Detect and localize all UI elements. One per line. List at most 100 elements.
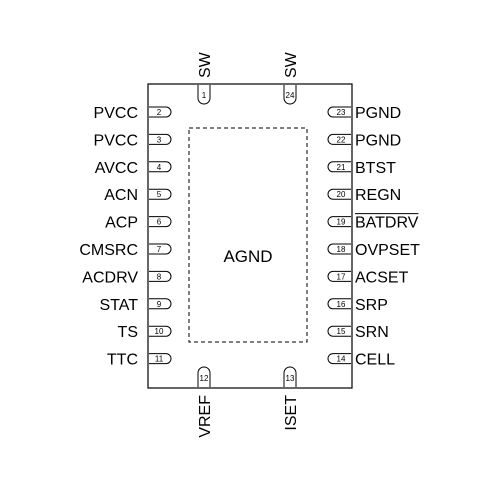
- pin-number: 19: [337, 218, 346, 227]
- pin-label: ACN: [104, 187, 138, 204]
- pin-right-regn-20: 20 REGN: [327, 187, 401, 204]
- pin-label: ISET: [283, 395, 300, 431]
- pin-number: 14: [337, 355, 346, 364]
- pin-label: ACDRV: [82, 269, 138, 286]
- pin-right-ovpset-18: 18 OVPSET: [327, 242, 420, 259]
- pin-label: REGN: [355, 187, 401, 204]
- pin-left-cmsrc-7: 7 CMSRC: [79, 242, 172, 259]
- pin-label: BATDRV: [355, 215, 419, 232]
- pin-label: VREF: [197, 395, 214, 438]
- pin-label: AVCC: [95, 160, 138, 177]
- pin-right-pgnd-23: 23 PGND: [327, 105, 401, 122]
- pin-label: ACSET: [355, 269, 409, 286]
- pin-pad: [327, 325, 351, 337]
- pin-label: PGND: [355, 132, 401, 149]
- pin-top-sw-1: 1 SW: [197, 51, 214, 105]
- pin-pad: [197, 366, 211, 387]
- pin-number: 7: [157, 245, 162, 254]
- pin-number: 5: [157, 190, 162, 199]
- package-body: [147, 83, 353, 389]
- pin-pad: [149, 325, 172, 337]
- pin-pad: [149, 353, 172, 365]
- pin-right-srp-16: 16 SRP: [327, 297, 388, 314]
- pin-number: 10: [155, 327, 164, 336]
- pin-pad: [327, 106, 351, 118]
- pin-number: 6: [157, 218, 162, 227]
- pins-group: 2PVCC3PVCC4AVCC5ACN6ACP7CMSRC8ACDRV9STAT…: [79, 51, 420, 437]
- pin-label: OVPSET: [355, 242, 420, 259]
- pin-label: PVCC: [94, 105, 138, 122]
- pin-pad: [149, 243, 172, 255]
- pin-pad: [149, 216, 172, 228]
- pin-number: 2: [157, 108, 162, 117]
- pin-label: SRN: [355, 324, 389, 341]
- pin-number: 12: [200, 374, 209, 383]
- pin-right-acset-17: 17 ACSET: [327, 269, 409, 286]
- pin-label: SRP: [355, 297, 388, 314]
- pin-label: TS: [118, 324, 138, 341]
- pin-pad: [283, 366, 297, 387]
- pin-label: STAT: [99, 297, 138, 314]
- pin-label: CELL: [355, 352, 395, 369]
- pin-left-acn-5: 5 ACN: [104, 187, 172, 204]
- pin-left-pvcc-2: 2 PVCC: [94, 105, 172, 122]
- pin-number: 20: [337, 190, 346, 199]
- pin-number: 22: [337, 135, 346, 144]
- pin-left-avcc-4: 4 AVCC: [95, 160, 172, 177]
- pin-left-acp-6: 6 ACP: [105, 215, 172, 232]
- pin-right-srn-15: 15 SRN: [327, 324, 389, 341]
- pin-top-sw-24: 24 SW: [283, 51, 300, 105]
- thermal-pad: [188, 127, 308, 343]
- pin-number: 17: [337, 272, 346, 281]
- center-label: AGND: [223, 247, 272, 266]
- pin-left-acdrv-8: 8 ACDRV: [82, 269, 172, 286]
- pin-right-btst-21: 21 BTST: [327, 160, 396, 177]
- pin-label: ACP: [105, 215, 138, 232]
- pin-number: 13: [286, 374, 295, 383]
- pin-pad: [149, 106, 172, 118]
- pin-label: TTC: [107, 352, 138, 369]
- pin-number: 15: [337, 327, 346, 336]
- pin-number: 9: [157, 300, 162, 309]
- pin-label: BTST: [355, 160, 396, 177]
- pin-pad: [327, 298, 351, 310]
- pin-label: PVCC: [94, 132, 138, 149]
- pin-pad: [149, 188, 172, 200]
- pin-pad: [149, 298, 172, 310]
- pin-pad: [149, 270, 172, 282]
- pin-right-pgnd-22: 22 PGND: [327, 132, 401, 149]
- pin-number: 24: [286, 91, 295, 100]
- pin-pad: [149, 133, 172, 145]
- pin-label: SW: [283, 51, 300, 78]
- pin-pad: [327, 133, 351, 145]
- pin-number: 21: [337, 163, 346, 172]
- pin-pad: [327, 243, 351, 255]
- pin-number: 1: [202, 91, 207, 100]
- pin-pad: [149, 161, 172, 173]
- pin-label: CMSRC: [79, 242, 138, 259]
- pin-pad: [327, 270, 351, 282]
- pin-number: 23: [337, 108, 346, 117]
- pin-pad: [327, 161, 351, 173]
- pin-right-cell-14: 14 CELL: [327, 352, 395, 369]
- pin-left-ts-10: 10 TS: [118, 324, 172, 341]
- pin-pad: [327, 353, 351, 365]
- pin-number: 16: [337, 300, 346, 309]
- pin-number: 3: [157, 135, 162, 144]
- pin-number: 4: [157, 163, 162, 172]
- pin-pad: [327, 188, 351, 200]
- pin-left-stat-9: 9 STAT: [99, 297, 172, 314]
- pin-number: 18: [337, 245, 346, 254]
- pin-number: 8: [157, 272, 162, 281]
- pin-pad: [327, 216, 351, 228]
- pin-pad: [197, 85, 211, 105]
- pin-left-pvcc-3: 3 PVCC: [94, 132, 172, 149]
- pin-label: SW: [197, 51, 214, 78]
- pin-label: PGND: [355, 105, 401, 122]
- pin-right-batdrv-19: 19 BATDRV: [327, 213, 419, 232]
- pin-number: 11: [155, 355, 164, 364]
- pin-pad: [283, 85, 297, 105]
